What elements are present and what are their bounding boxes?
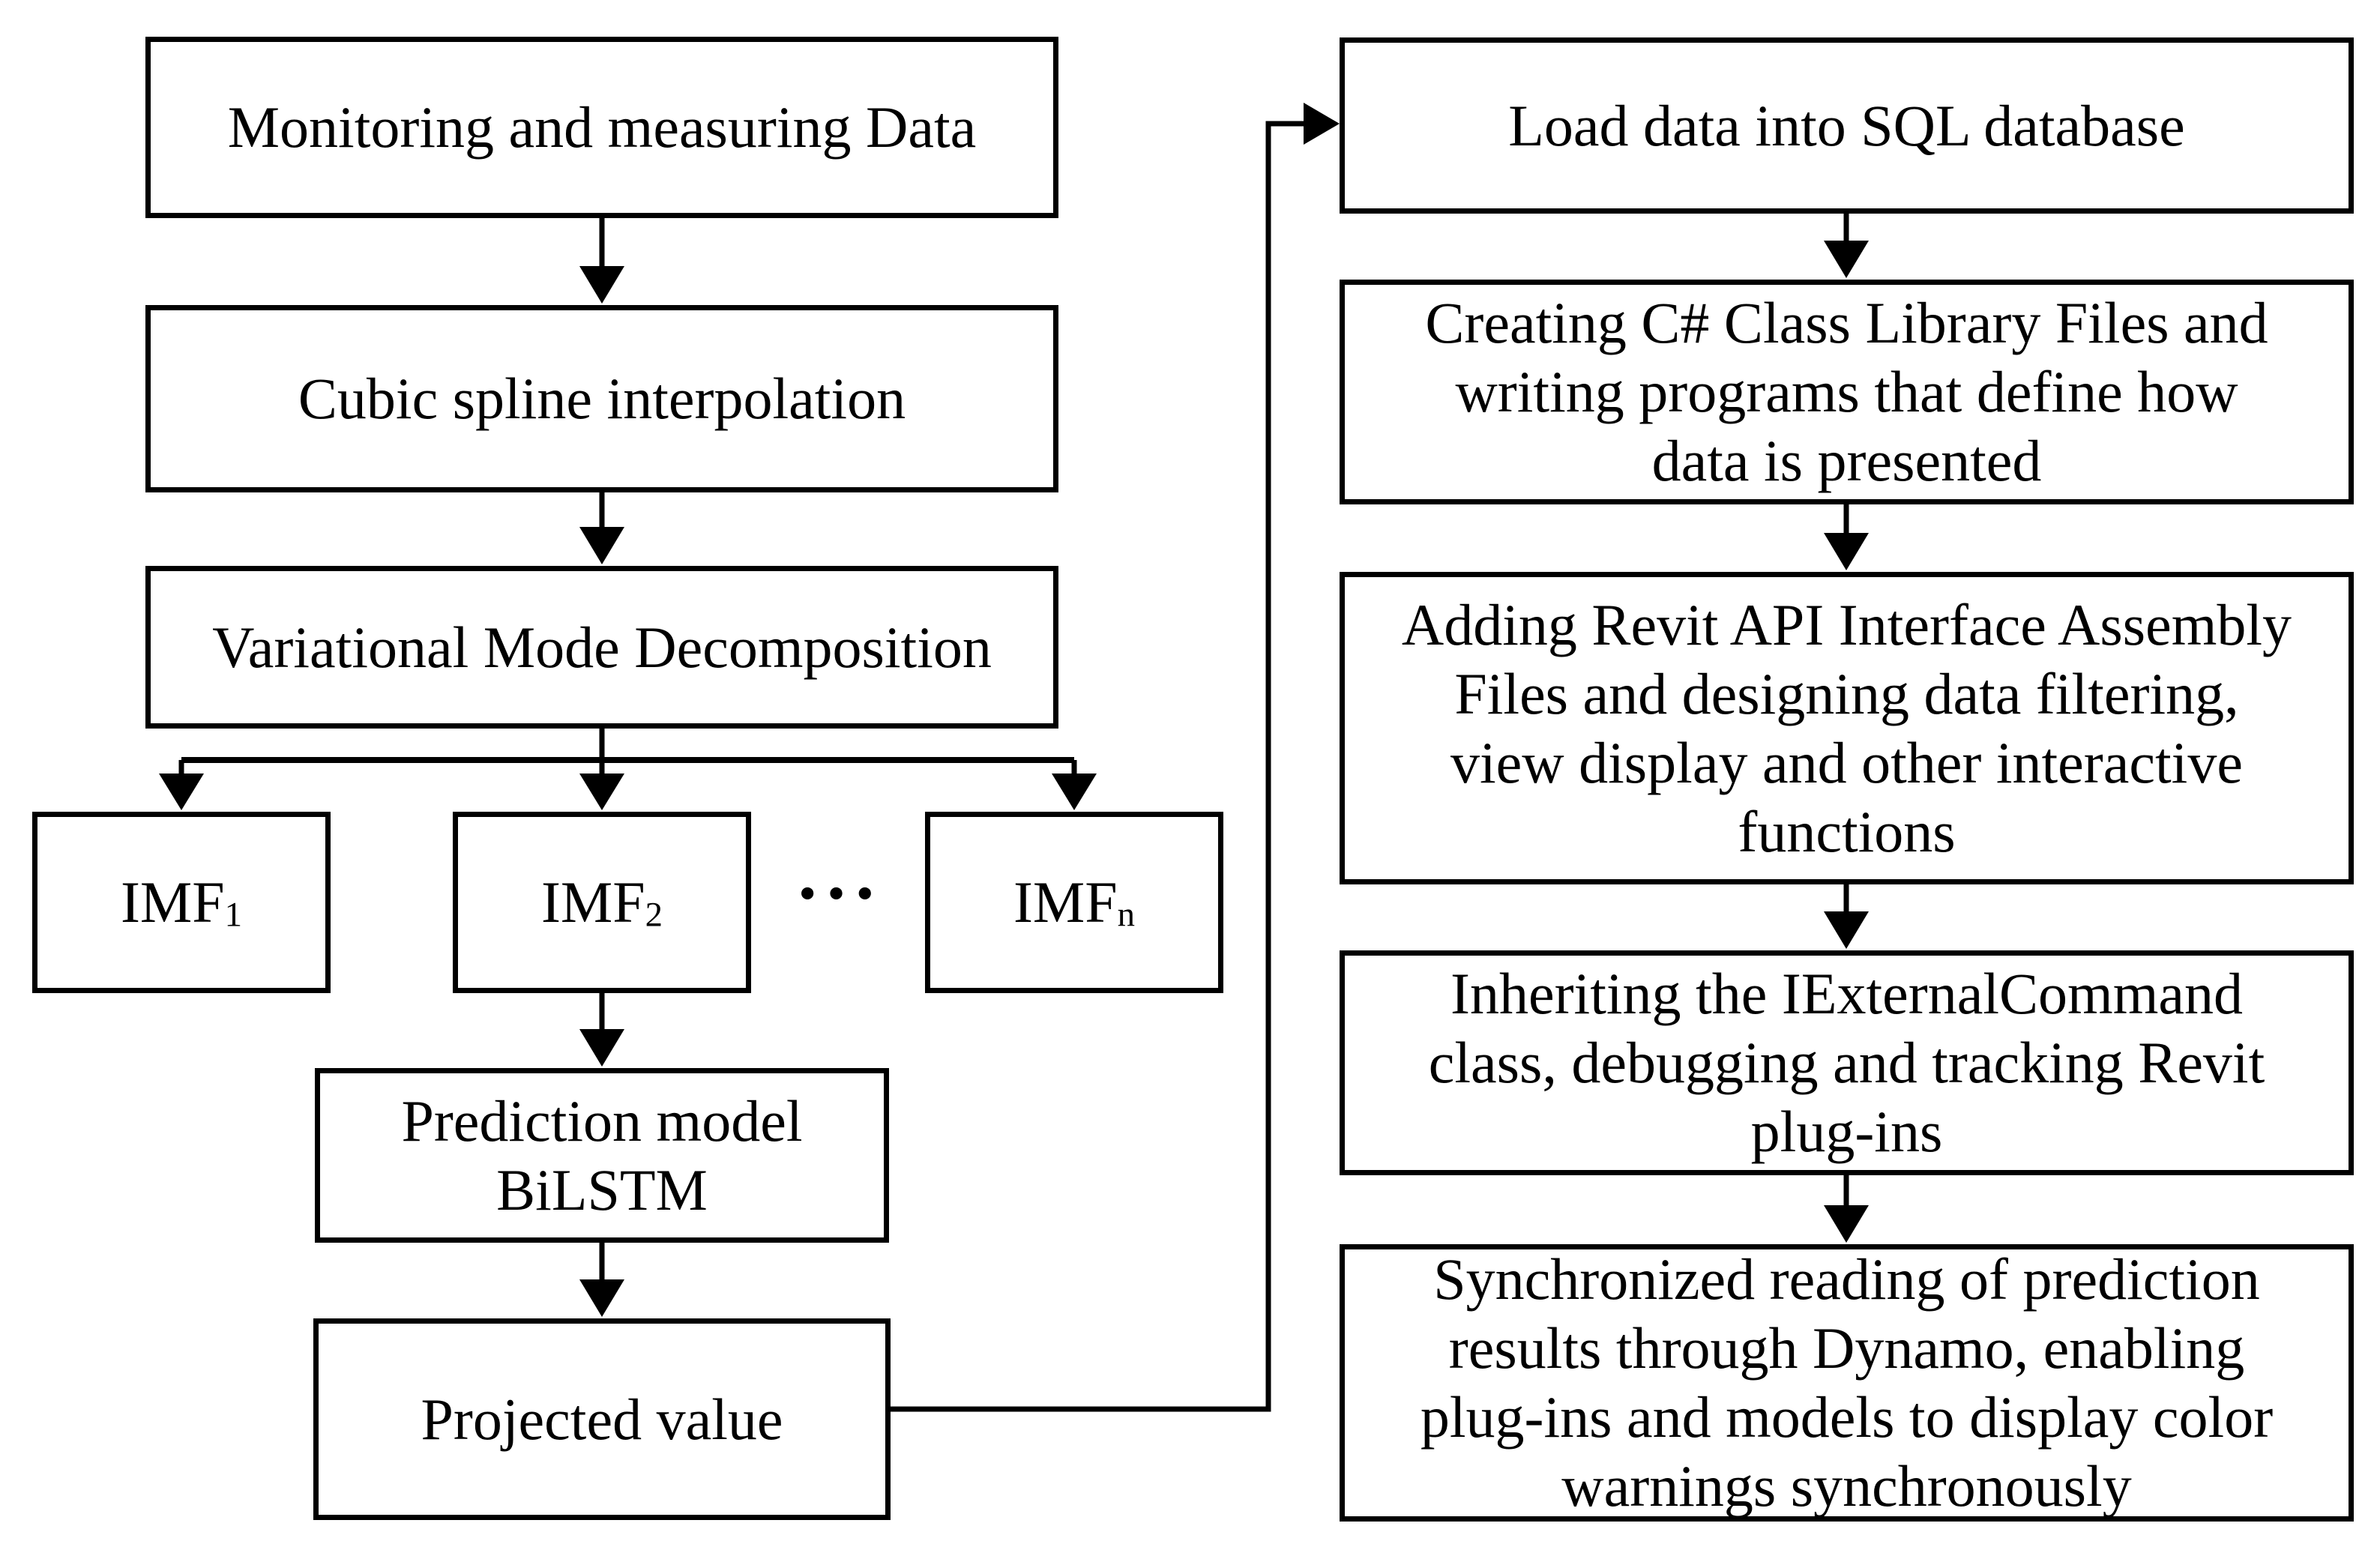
arrowhead-cubic-to-vmd [579, 527, 624, 564]
node-csharp-library: Creating C# Class Library Files and writ… [1340, 280, 2354, 504]
arrowhead-csharp-to-revit [1824, 533, 1869, 570]
imfn-subscript: n [1117, 895, 1136, 935]
node-inherit-command-line1: Inheriting the IExternalCommand [1450, 961, 2244, 1026]
arrowhead-revit-to-inherit [1824, 911, 1869, 949]
node-sync-dynamo-line2: results through Dynamo, enabling [1448, 1315, 2245, 1381]
node-imf1-label: IMF1 [120, 869, 243, 935]
imf1-subscript: 1 [224, 895, 243, 935]
arrowhead-imf2-to-prediction [579, 1029, 624, 1067]
arrowhead-inherit-to-sync [1824, 1205, 1869, 1243]
node-prediction-model-line2: BiLSTM [496, 1157, 708, 1222]
node-load-sql: Load data into SQL database [1340, 37, 2354, 214]
node-imf2-label: IMF2 [540, 869, 663, 935]
node-cubic-spline: Cubic spline interpolation [145, 305, 1058, 492]
node-sync-dynamo-line3: plug-ins and models to display color [1420, 1384, 2274, 1450]
node-prediction-model: Prediction model BiLSTM [315, 1068, 889, 1243]
arrowhead-branch-to-imf1 [159, 774, 204, 810]
node-imf2: IMF2 [453, 812, 751, 993]
node-imfn-label: IMFn [1013, 869, 1136, 935]
node-csharp-library-line1: Creating C# Class Library Files and [1425, 290, 2268, 355]
imf-ellipsis: ··· [795, 851, 882, 935]
node-imfn: IMFn [925, 812, 1223, 993]
node-csharp-library-line2: writing programs that define how [1455, 359, 2238, 424]
node-inherit-command-line3: plug-ins [1750, 1099, 1943, 1164]
arrowhead-branch-to-imfn [1052, 774, 1097, 810]
node-revit-api-line2: Files and designing data filtering, [1454, 660, 2239, 726]
node-revit-api-line3: view display and other interactive [1450, 729, 2243, 795]
node-revit-api-line4: functions [1738, 798, 1956, 864]
node-projected-value: Projected value [313, 1318, 891, 1520]
node-load-sql-label: Load data into SQL database [1508, 92, 2185, 158]
node-cubic-spline-label: Cubic spline interpolation [298, 366, 906, 431]
node-prediction-model-line1: Prediction model [401, 1088, 803, 1154]
node-sync-dynamo-line4: warnings synchronously [1561, 1453, 2132, 1519]
node-inherit-command: Inheriting the IExternalCommand class, d… [1340, 950, 2354, 1175]
imf2-subscript: 2 [645, 895, 663, 935]
arrowhead-monitoring-to-cubic [579, 266, 624, 304]
node-imf1: IMF1 [32, 812, 331, 993]
node-sync-dynamo-line1: Synchronized reading of prediction [1433, 1246, 2260, 1312]
node-monitoring-data-label: Monitoring and measuring Data [227, 94, 977, 160]
node-vmd: Variational Mode Decomposition [145, 566, 1058, 729]
node-sync-dynamo: Synchronized reading of prediction resul… [1340, 1244, 2354, 1522]
node-revit-api-line1: Adding Revit API Interface Assembly [1401, 591, 2292, 657]
node-projected-value-label: Projected value [421, 1386, 783, 1452]
node-monitoring-data: Monitoring and measuring Data [145, 37, 1058, 218]
arrowhead-sql-to-csharp [1824, 241, 1869, 278]
arrowhead-prediction-to-projected [579, 1279, 624, 1317]
arrowhead-branch-to-imf2 [579, 774, 624, 810]
arrowhead-projected-to-sql [1304, 103, 1340, 145]
node-vmd-label: Variational Mode Decomposition [212, 614, 992, 680]
node-csharp-library-line3: data is presented [1651, 428, 2042, 493]
node-revit-api: Adding Revit API Interface Assembly File… [1340, 572, 2354, 884]
node-inherit-command-line2: class, debugging and tracking Revit [1428, 1030, 2265, 1095]
edge-projected-to-sql [891, 121, 1304, 1412]
